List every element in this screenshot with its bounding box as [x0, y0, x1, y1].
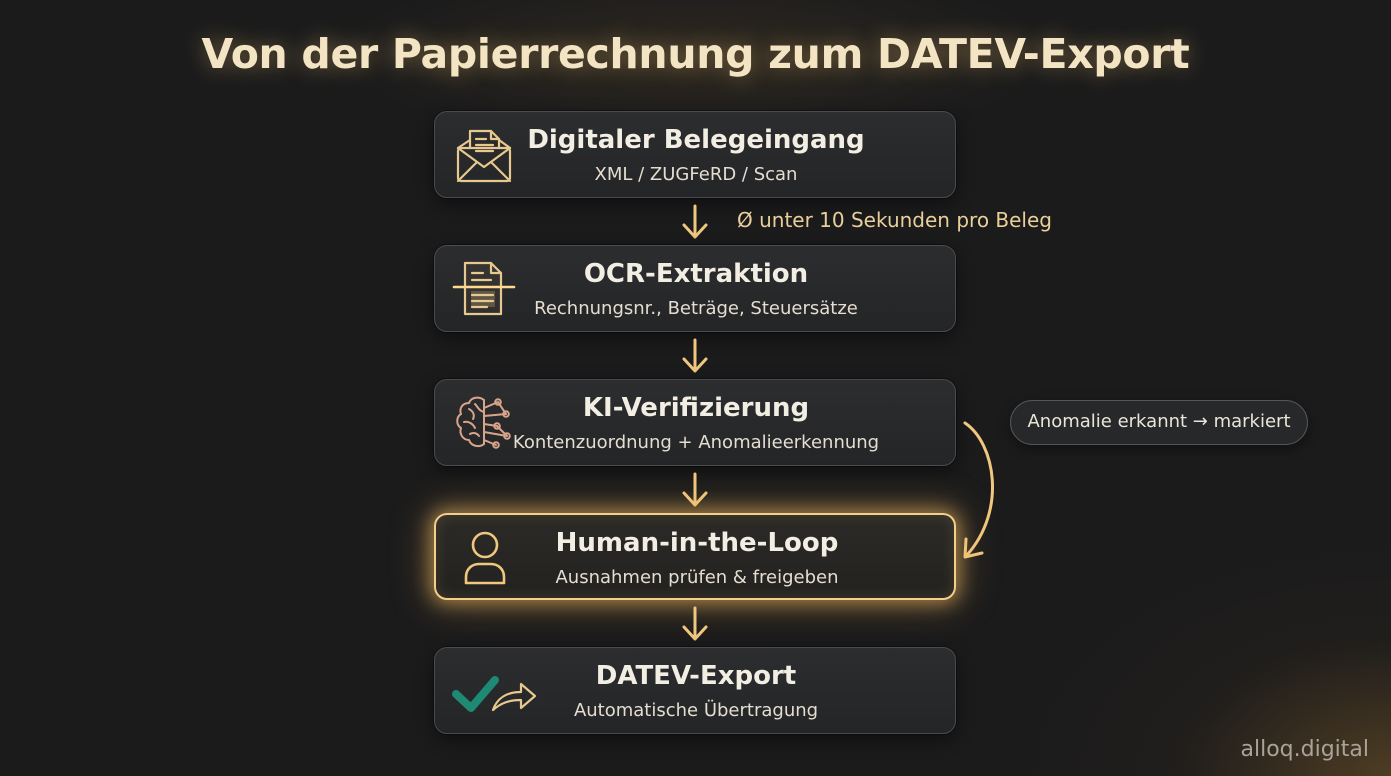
ai-brain-icon	[451, 392, 517, 454]
step-title: Human-in-the-Loop	[555, 528, 839, 558]
step-subtitle: XML / ZUGFeRD / Scan	[594, 164, 798, 185]
timing-note: Ø unter 10 Sekunden pro Beleg	[737, 208, 1052, 232]
step-subtitle: Ausnahmen prüfen & freigeben	[555, 567, 839, 588]
step-subtitle: Automatische Übertragung	[573, 700, 819, 721]
diagram-title: Von der Papierrechnung zum DATEV-Export	[201, 30, 1190, 78]
step-datev-export: DATEV-Export Automatische Übertragung	[434, 647, 956, 734]
step-title: Digitaler Belegeingang	[527, 125, 865, 155]
step-subtitle: Kontenzuordnung + Anomalieerkennung	[512, 432, 880, 453]
person-icon	[452, 527, 518, 589]
step-digital-receipt: Digitaler Belegeingang XML / ZUGFeRD / S…	[434, 111, 956, 198]
flow-arrow-down-icon	[679, 605, 711, 643]
check-export-icon	[449, 660, 539, 722]
document-scan-icon	[451, 258, 517, 320]
step-ai-verification: KI-Verifizierung Kontenzuordnung + Anoma…	[434, 379, 956, 466]
step-title: OCR-Extraktion	[583, 259, 809, 289]
curved-arrow-icon	[955, 415, 1015, 565]
step-subtitle: Rechnungsnr., Beträge, Steuersätze	[534, 298, 858, 319]
flow-arrow-down-icon	[679, 337, 711, 375]
flow-arrow-down-icon	[679, 203, 711, 241]
flow-arrow-down-icon	[679, 471, 711, 509]
step-title: KI-Verifizierung	[582, 393, 810, 423]
envelope-document-icon	[451, 124, 517, 186]
step-title: DATEV-Export	[595, 661, 797, 691]
anomaly-badge: Anomalie erkannt → markiert	[1010, 400, 1308, 445]
step-human-in-the-loop: Human-in-the-Loop Ausnahmen prüfen & fre…	[434, 513, 956, 600]
step-ocr-extraction: OCR-Extraktion Rechnungsnr., Beträge, St…	[434, 245, 956, 332]
brand-watermark: alloq.digital	[1240, 737, 1370, 762]
